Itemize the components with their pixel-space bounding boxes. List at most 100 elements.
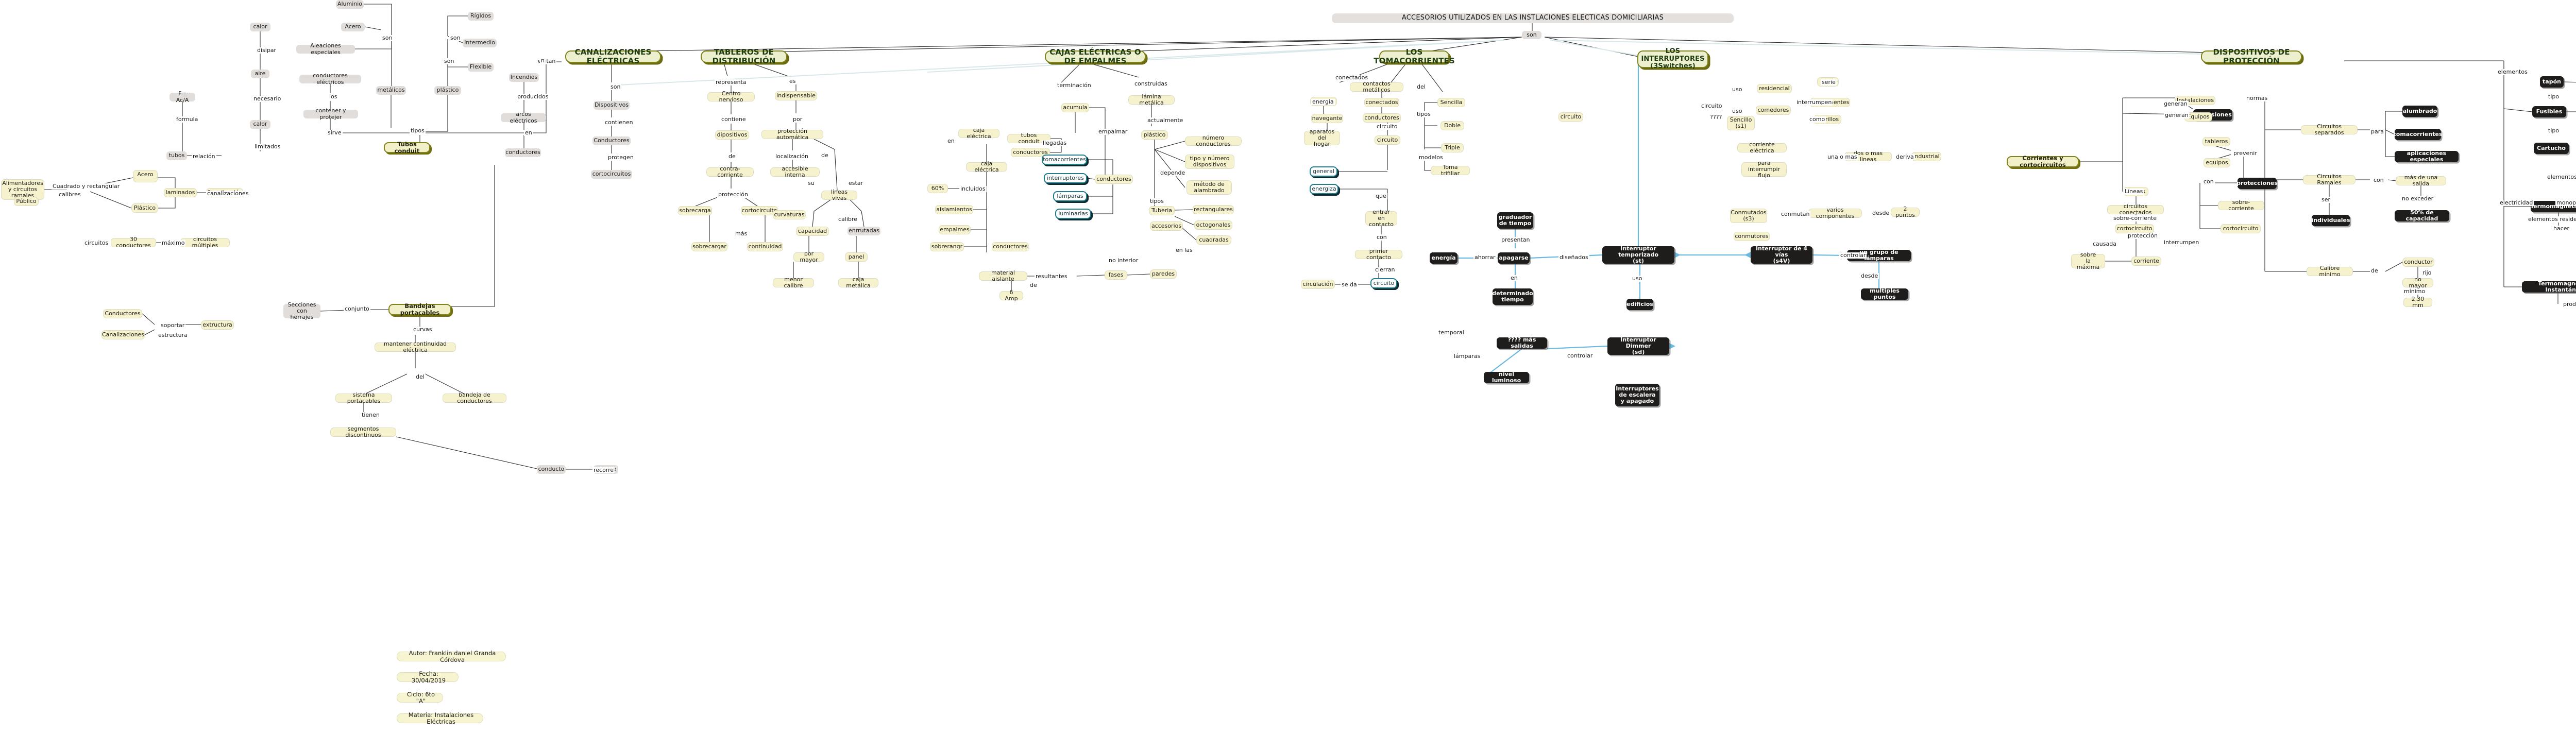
concept-node[interactable]: Aleaciones especiales xyxy=(296,43,355,55)
section-header-tableros[interactable]: TABLEROS DE DISTRIBUCIÓN xyxy=(701,48,787,65)
concept-node[interactable]: cortocircuito xyxy=(2221,224,2261,233)
concept-node[interactable]: Circuitos separados xyxy=(2301,123,2358,136)
concept-node[interactable]: circuito xyxy=(1370,278,1397,288)
concept-node[interactable]: sobrecarga xyxy=(678,206,712,215)
concept-node[interactable]: metálicos xyxy=(376,86,406,95)
concept-node[interactable]: contactos metálicos xyxy=(1350,80,1403,93)
concept-node[interactable]: F= Ac/A xyxy=(170,91,195,103)
concept-node[interactable]: lámina metálica xyxy=(1128,93,1175,106)
concept-node[interactable]: paredes xyxy=(1150,269,1177,279)
concept-node[interactable]: Interruptor de 4 vías (s4V) xyxy=(1751,245,1812,264)
concept-node[interactable]: interruptores xyxy=(1044,173,1087,183)
concept-node[interactable]: dipositivos xyxy=(715,130,749,140)
concept-node[interactable]: arcos eléctricos xyxy=(501,111,546,124)
concept-node[interactable]: industrial xyxy=(1911,152,1941,161)
concept-node[interactable]: conductores xyxy=(992,242,1029,251)
concept-node[interactable]: caja eléctrica xyxy=(958,127,999,140)
concept-node[interactable]: aparatos del hogar xyxy=(1304,128,1340,147)
concept-node[interactable]: Acero xyxy=(341,23,365,31)
concept-node[interactable]: cuadradas xyxy=(1196,235,1231,245)
concept-node[interactable]: tubos conduit xyxy=(1007,132,1050,145)
concept-node[interactable]: Secciones con herrajes xyxy=(283,301,320,320)
concept-node[interactable]: Flexible xyxy=(468,63,494,72)
concept-node[interactable]: Corrientes y cortocircuitos xyxy=(2007,155,2079,168)
concept-node[interactable]: continuidad xyxy=(747,242,783,251)
concept-node[interactable]: circuito xyxy=(1558,112,1583,122)
concept-node[interactable]: plástico xyxy=(1141,130,1168,140)
concept-node[interactable]: plástico xyxy=(434,86,461,95)
concept-node[interactable]: por mayor xyxy=(793,250,824,263)
section-header-dispositivos[interactable]: DISPOSITIVOS DE PROTECCIÓN xyxy=(2201,48,2302,65)
concept-node[interactable]: extructura xyxy=(201,320,234,330)
concept-node[interactable]: varios componentes xyxy=(1808,207,1862,219)
concept-node[interactable]: nivel luminoso xyxy=(1484,371,1529,384)
concept-node[interactable]: conductores xyxy=(1363,113,1401,123)
concept-node[interactable]: Acero xyxy=(133,170,158,179)
concept-node[interactable]: circuitos múltiples xyxy=(180,236,230,249)
concept-node[interactable]: equipos xyxy=(2204,158,2230,167)
concept-node[interactable]: panel xyxy=(845,252,868,262)
concept-node[interactable]: no mayor xyxy=(2402,276,2433,289)
concept-node[interactable]: número conductores xyxy=(1185,134,1242,147)
concept-node[interactable]: sobrecargar xyxy=(691,242,727,251)
concept-node[interactable]: Cartucho xyxy=(2534,143,2569,154)
concept-node[interactable]: tomacorrientes xyxy=(1042,155,1087,165)
concept-node[interactable]: Aluminio xyxy=(336,0,364,9)
concept-node[interactable]: Tuberia xyxy=(1149,206,1175,215)
concept-node[interactable]: cortocircuito xyxy=(741,206,778,215)
concept-node[interactable]: Conductores xyxy=(103,309,142,318)
concept-node[interactable]: 50% de capacidad xyxy=(2395,209,2449,222)
concept-node[interactable]: para interrumpir flujo xyxy=(1741,160,1787,179)
concept-node[interactable]: energía xyxy=(1430,252,1458,264)
concept-node[interactable]: sistema portacables xyxy=(335,391,392,404)
concept-node[interactable]: Centro nervioso xyxy=(707,90,755,103)
concept-node[interactable]: Toma trifiliar xyxy=(1431,164,1470,177)
section-header-cajas[interactable]: CAJAS ELÉCTRICAS O DE EMPALMES xyxy=(1045,48,1146,65)
concept-node[interactable]: aislamientos xyxy=(935,205,973,214)
concept-node[interactable]: conductor xyxy=(2402,258,2434,267)
concept-node[interactable]: caja metálica xyxy=(838,276,878,289)
concept-node[interactable]: 6 Amp xyxy=(999,289,1023,302)
concept-node[interactable]: Bandejas portacables xyxy=(388,303,451,316)
concept-node[interactable]: comedores xyxy=(1756,106,1791,115)
concept-node[interactable]: 2.30 mm xyxy=(2403,296,2432,309)
concept-node[interactable]: circuitos conectados xyxy=(2107,203,2164,216)
concept-node[interactable]: navegante xyxy=(1311,114,1343,123)
concept-node[interactable]: rectangulares xyxy=(1193,205,1234,214)
concept-node[interactable]: general xyxy=(1310,166,1337,177)
concept-node[interactable]: circuito xyxy=(1375,135,1400,145)
concept-node[interactable]: indispensable xyxy=(775,91,817,100)
concept-node[interactable]: laminados xyxy=(164,188,197,197)
concept-node[interactable]: sobrerangr xyxy=(930,242,964,251)
concept-node[interactable]: líneas vivas xyxy=(821,189,857,201)
concept-node[interactable]: tapón xyxy=(2540,76,2564,88)
concept-node[interactable]: Conductores xyxy=(592,136,631,145)
concept-node[interactable]: tubos xyxy=(166,151,187,160)
concept-node[interactable]: lámparas xyxy=(1053,191,1087,201)
concept-node[interactable]: corriente eléctrica xyxy=(1737,141,1787,154)
concept-node[interactable]: capacidad xyxy=(796,227,829,236)
concept-node[interactable]: Interruptor Dimmer (sd) xyxy=(1607,336,1669,355)
concept-node[interactable]: octogonales xyxy=(1194,220,1232,230)
concept-node[interactable]: Rígidos xyxy=(468,12,494,21)
concept-node[interactable]: Doble xyxy=(1440,121,1464,130)
section-header-canalizaciones[interactable]: CANALIZACIONES ELÉCTRICAS xyxy=(565,48,661,65)
concept-node[interactable]: multiples puntos xyxy=(1861,287,1908,300)
concept-node[interactable]: menor calibre xyxy=(773,276,814,289)
concept-node[interactable]: Calíbre mínimo xyxy=(2307,265,2353,278)
concept-node[interactable]: Fusibles xyxy=(2532,106,2566,117)
concept-node[interactable]: material aislante xyxy=(979,269,1027,282)
concept-node[interactable]: 2 puntos xyxy=(1891,206,1920,218)
concept-node[interactable]: residencial xyxy=(1757,84,1792,93)
concept-node[interactable]: Incendios xyxy=(509,73,539,82)
concept-node[interactable]: circulación xyxy=(1301,280,1335,289)
concept-node[interactable]: sobre-corriente xyxy=(2218,199,2264,212)
concept-node[interactable]: conductores eléctricos xyxy=(299,73,361,85)
concept-node[interactable]: Equipos xyxy=(2184,112,2212,122)
concept-node[interactable]: fases xyxy=(1105,270,1127,280)
concept-node[interactable]: graduador de tiempo xyxy=(1497,212,1533,229)
concept-node[interactable]: accesible interna xyxy=(770,165,820,178)
concept-node[interactable]: Sencilla xyxy=(1437,98,1465,107)
concept-node[interactable]: protecciones xyxy=(2236,178,2278,189)
concept-node[interactable]: calor xyxy=(250,120,270,129)
